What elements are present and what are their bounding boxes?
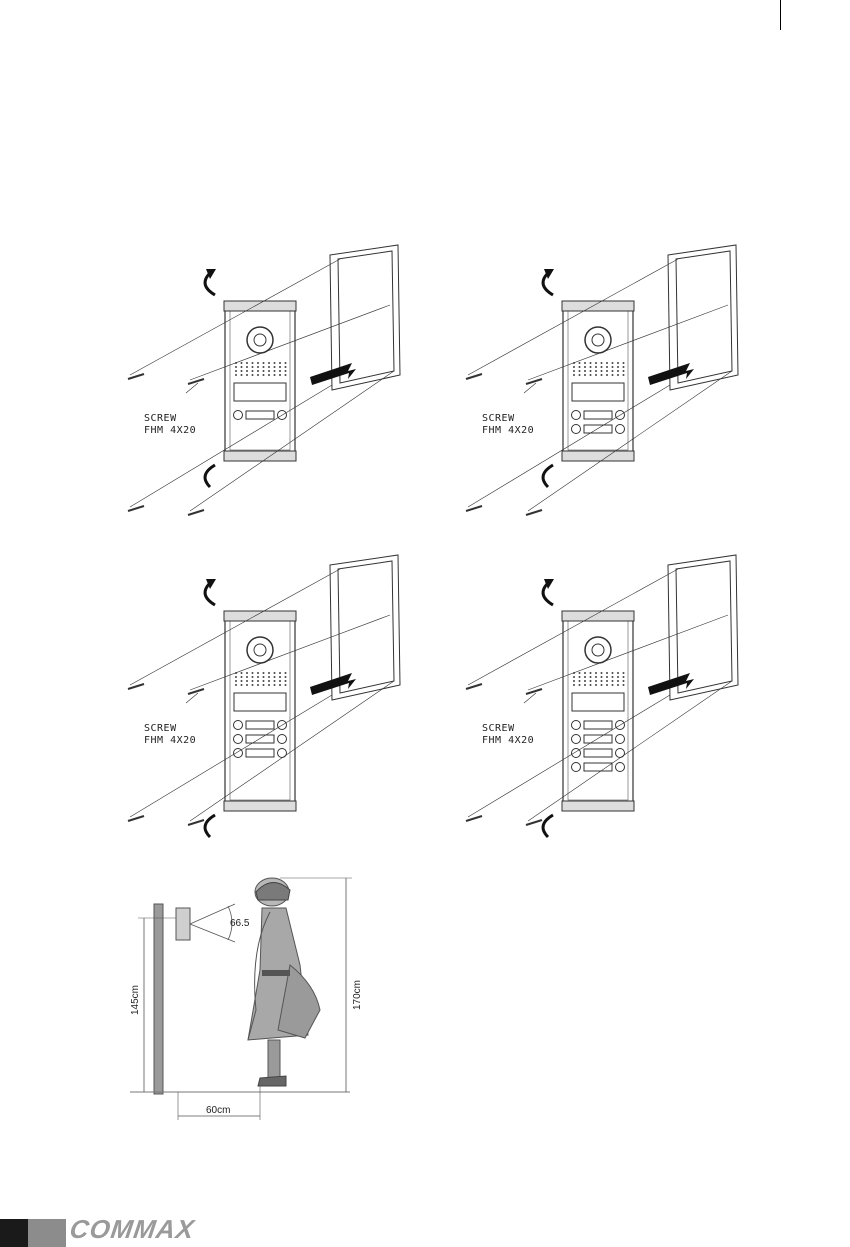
- screw-label: SCREW: [144, 723, 177, 734]
- wall-post: [154, 904, 163, 1094]
- door-camera: [176, 908, 190, 940]
- screw-label: SCREW: [144, 413, 177, 424]
- camera-height-label: 145cm: [130, 985, 141, 1015]
- screw-spec-label: FHM 4X20: [144, 735, 196, 746]
- angle-label: 66.5: [230, 918, 250, 929]
- mounting-height-figure: 66.5 145cm 170cm 60cm: [110, 870, 470, 1130]
- brand-logo: COMMAX: [68, 1214, 197, 1245]
- person-height-label: 170cm: [352, 980, 363, 1010]
- footer-block-dark: [0, 1219, 28, 1247]
- screw-spec-label: FHM 4X20: [482, 735, 534, 746]
- screw-spec-label: FHM 4X20: [144, 425, 196, 436]
- person-figure: [248, 878, 320, 1086]
- screw-label: SCREW: [482, 413, 515, 424]
- screw-spec-label: FHM 4X20: [482, 425, 534, 436]
- distance-label: 60cm: [206, 1105, 230, 1116]
- screw-label: SCREW: [482, 723, 515, 734]
- footer-block-grey: [28, 1219, 66, 1247]
